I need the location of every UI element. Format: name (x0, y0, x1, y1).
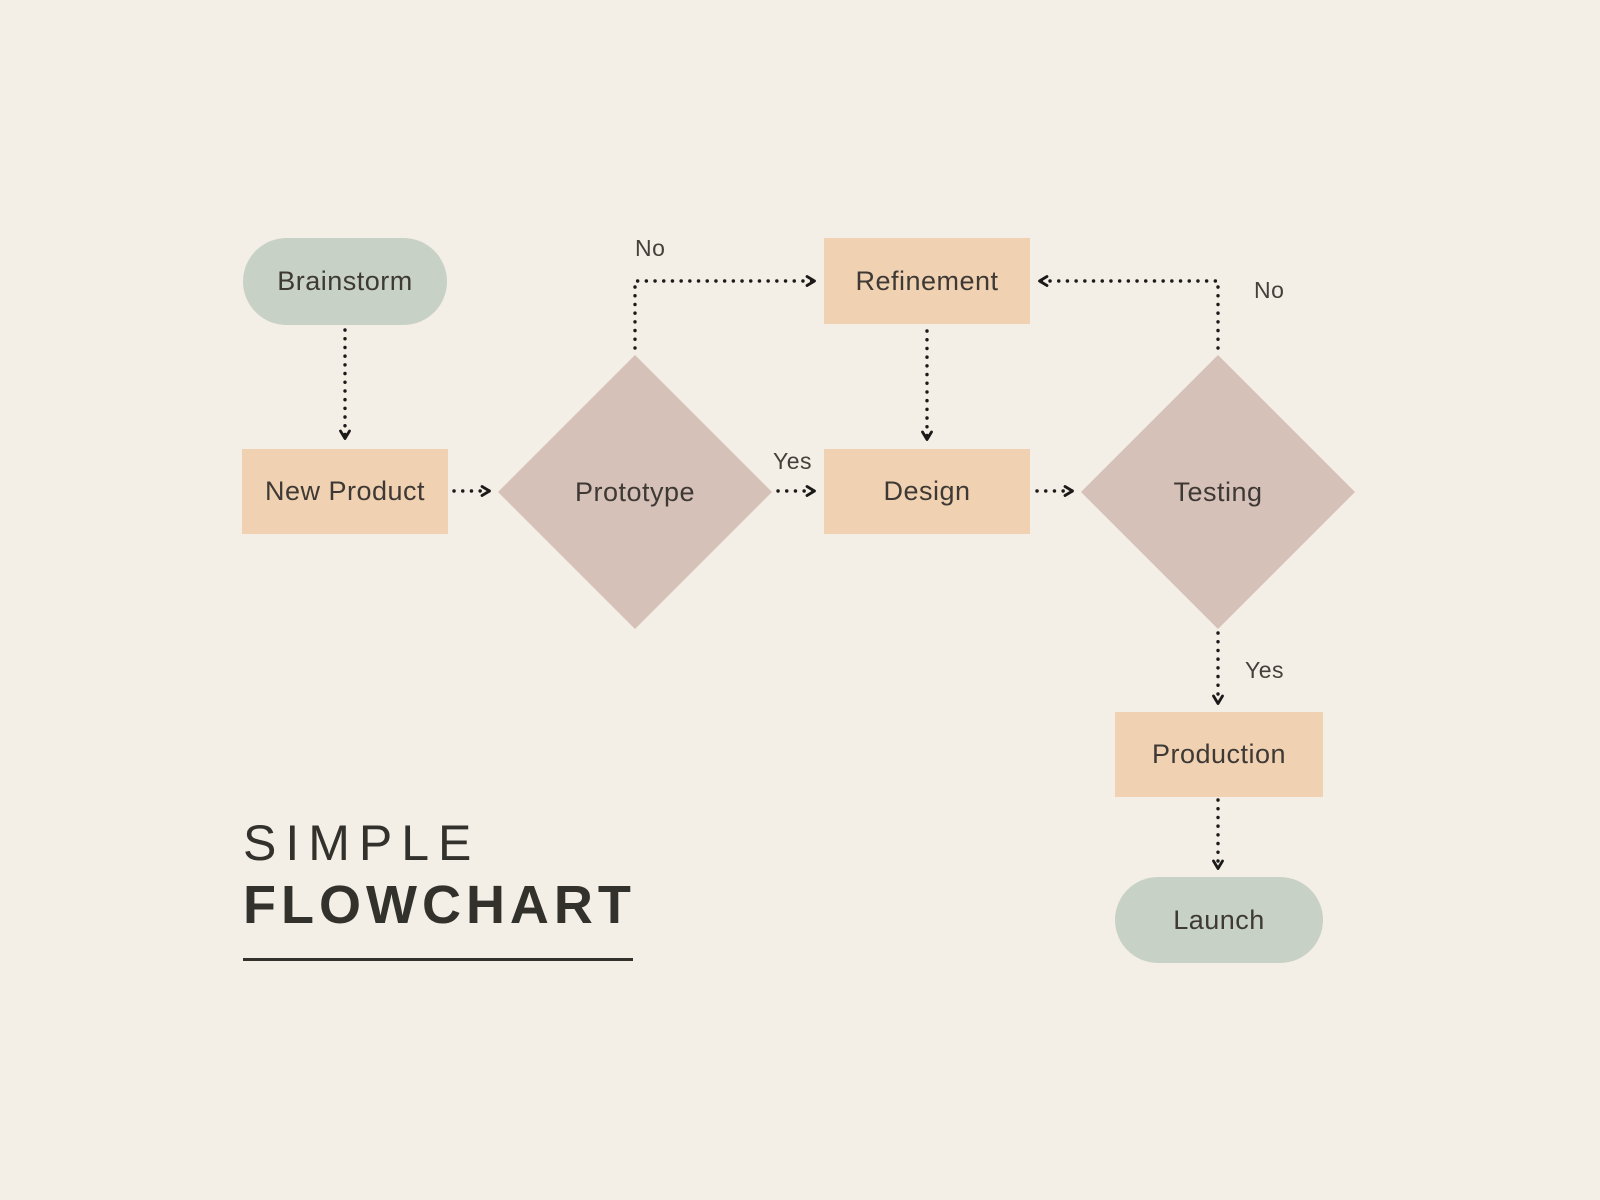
node-brainstorm-label: Brainstorm (277, 266, 413, 296)
node-new-product-label: New Product (264, 476, 426, 506)
title-line-2: FLOWCHART (243, 875, 636, 935)
edge-prototype-no-to-refinement (633, 275, 816, 350)
edge-label-prototype-yes: Yes (773, 448, 813, 474)
node-design: Design (824, 449, 1030, 534)
node-prototype-label: Prototype (574, 476, 696, 507)
edge-testing-no-to-refinement (1038, 275, 1220, 350)
title: SIMPLE FLOWCHART (243, 818, 636, 961)
node-refinement-label: Refinement (855, 265, 999, 296)
node-launch: Launch (1115, 877, 1323, 963)
node-prototype: Prototype (498, 355, 772, 629)
node-refinement: Refinement (824, 238, 1030, 324)
node-testing: Testing (1081, 355, 1355, 629)
node-brainstorm: Brainstorm (243, 238, 447, 325)
node-production-label: Production (1151, 739, 1287, 769)
node-launch-label: Launch (1173, 904, 1265, 935)
node-design-label: Design (883, 476, 971, 506)
edge-label-testing-no: No (1254, 277, 1285, 303)
node-new-product: New Product (242, 449, 448, 534)
title-line-1: SIMPLE (243, 815, 481, 871)
title-underline (243, 958, 633, 961)
edge-label-testing-yes: Yes (1245, 657, 1285, 683)
node-testing-label: Testing (1173, 476, 1263, 507)
edge-label-prototype-no: No (635, 235, 666, 261)
node-production: Production (1115, 712, 1323, 797)
